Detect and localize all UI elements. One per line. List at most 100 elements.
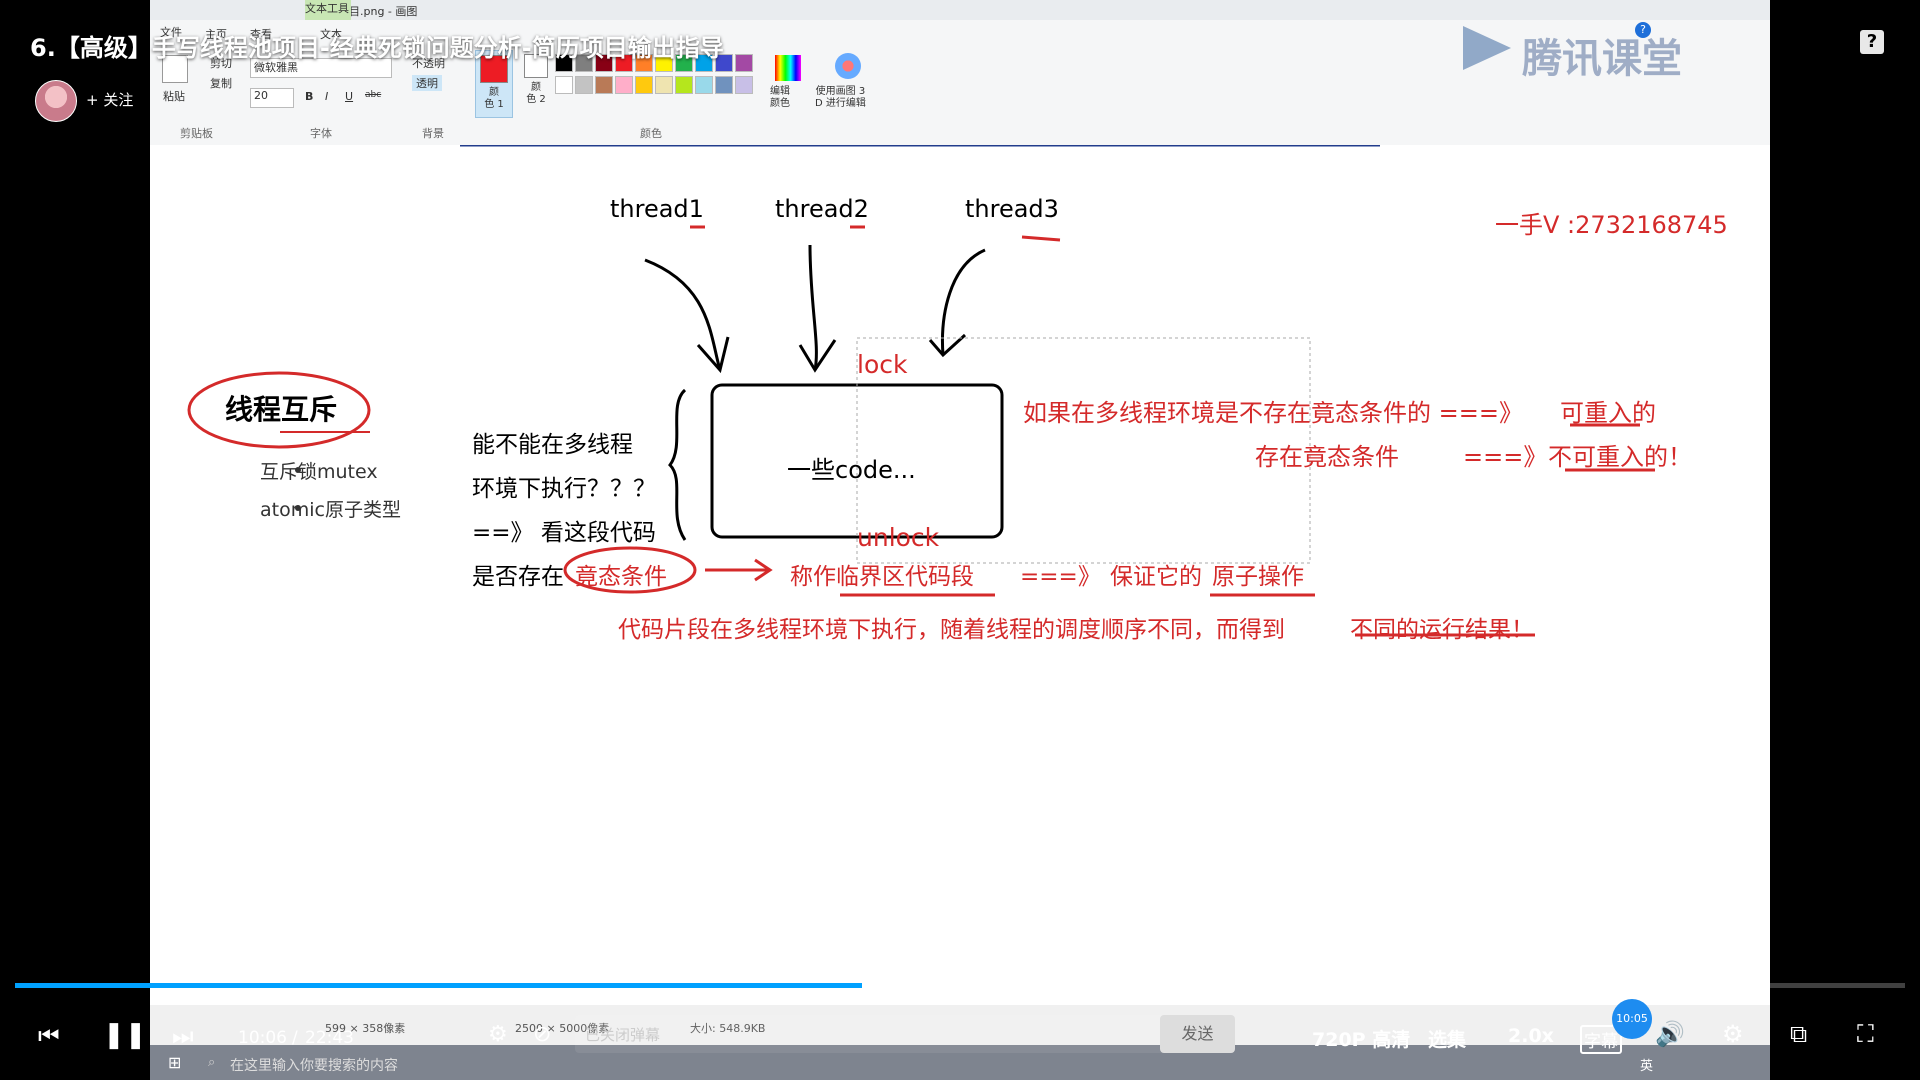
palette-swatch[interactable] (675, 76, 693, 94)
race-exists-arrow: ===》 (1463, 443, 1548, 471)
volume-icon[interactable]: 🔊 (1655, 1020, 1685, 1048)
italic-button[interactable]: I (325, 90, 329, 103)
palette-swatch[interactable] (635, 76, 653, 94)
palette-swatch[interactable] (735, 54, 753, 72)
nonreentrant-label: 不可重入的！ (1548, 443, 1692, 471)
palette-swatch[interactable] (655, 54, 673, 72)
font-name-select[interactable]: 微软雅黑 (250, 58, 392, 78)
paste-icon[interactable] (162, 55, 188, 83)
palette-swatch[interactable] (675, 54, 693, 72)
underline-button[interactable]: U (345, 90, 354, 103)
bold-button[interactable]: B (305, 90, 314, 103)
question-line-2: 环境下执行？？？ (472, 476, 656, 502)
palette-swatch[interactable] (575, 76, 593, 94)
mutex-circle (187, 371, 371, 449)
tab-file[interactable]: 文件 (160, 26, 182, 39)
palette-swatch[interactable] (615, 54, 633, 72)
paint3d-button[interactable]: 使用画图 3 D 进行编辑 (815, 86, 866, 109)
cut-button[interactable]: 剪切 (210, 57, 232, 70)
edit-colors-button[interactable]: 编辑 颜色 (770, 86, 790, 109)
opaque-option[interactable]: 不透明 (412, 57, 445, 70)
contact-note: 一手V :2732168745 (1495, 211, 1728, 239)
tab-text[interactable]: 文本 (320, 28, 342, 41)
color-palette[interactable] (555, 50, 765, 110)
status-file-size: 大小: 548.9KB (690, 1022, 766, 1035)
ribbon-help-icon[interactable]: ? (1635, 22, 1651, 38)
color2-swatch (524, 54, 548, 78)
picture-in-picture-icon[interactable]: ⧉ (1790, 1020, 1808, 1048)
taskbar-search-input[interactable]: 在这里输入你要搜索的内容 (230, 1058, 398, 1074)
thread3-arrowhead (928, 333, 967, 358)
follow-button[interactable]: + 关注 (86, 91, 134, 109)
question-line-4: 是否存在 (472, 564, 564, 590)
tab-home[interactable]: 主页 (205, 28, 227, 41)
bullet-mutex: 互斥锁mutex (260, 461, 378, 483)
race-arrow-head (754, 558, 773, 582)
windows-start-icon[interactable]: ⊞ (168, 1053, 182, 1072)
race-circle (563, 546, 697, 594)
help-icon[interactable]: ? (1860, 30, 1884, 54)
settings-icon[interactable]: ⚙ (1722, 1020, 1744, 1048)
palette-swatch[interactable] (715, 54, 733, 72)
status-dimensions: 599 × 358像素 (325, 1022, 406, 1035)
danmaku-input[interactable]: 已关闭弹幕 (575, 1015, 1235, 1053)
pause-icon[interactable]: ❚❚ (103, 1020, 147, 1050)
summary-result: 不同的运行结果！ (1350, 617, 1534, 643)
font-group-label: 字体 (310, 127, 332, 140)
paste-button[interactable]: 粘贴 (163, 90, 185, 103)
color1-swatch (480, 55, 508, 83)
colors-group-label: 颜色 (640, 127, 662, 140)
bullet-dot-2 (295, 505, 301, 511)
thread3-underline (1021, 235, 1061, 242)
tab-view[interactable]: 查看 (250, 28, 272, 41)
contextual-tab[interactable]: 文本工具 (305, 0, 351, 20)
brace (668, 388, 687, 541)
palette-swatch[interactable] (715, 76, 733, 94)
palette-swatch[interactable] (615, 76, 633, 94)
font-size-select[interactable]: 20 (250, 88, 294, 108)
video-title: 6.【高级】手写线程池项目-经典死锁问题分析-简历项目输出指导 (30, 34, 724, 62)
color2-selector[interactable]: 颜 色 2 (518, 50, 554, 116)
color1-selector[interactable]: 颜 色 1 (475, 50, 513, 118)
episodes-button[interactable]: 选集 (1428, 1029, 1467, 1051)
edit-colors-icon[interactable] (775, 55, 801, 81)
paint-statusbar: 599 × 358像素 2500 × 5000像素 大小: 548.9KB (150, 1005, 1770, 1045)
player-controls: ⏮ ❚❚ ⏭ 10:06 / 22:43 ⚙ ⊘ (0, 1000, 1920, 1080)
palette-swatch[interactable] (695, 54, 713, 72)
status-canvas-size: 2500 × 5000像素 (515, 1022, 610, 1035)
paint-canvas[interactable]: thread1 thread2 thread3 一手V :2732168745 … (150, 145, 1770, 1005)
text-selection-box[interactable] (856, 337, 1311, 564)
uploader-avatar[interactable] (35, 80, 77, 122)
time-total: 22:43 (305, 1028, 354, 1048)
transparent-option[interactable]: 透明 (412, 75, 442, 91)
palette-swatch[interactable] (655, 76, 673, 94)
fullscreen-icon[interactable]: ⛶ (1857, 1020, 1874, 1048)
copy-button[interactable]: 复制 (210, 77, 232, 90)
speed-selector[interactable]: 2.0x (1508, 1025, 1554, 1047)
progress-track[interactable] (15, 983, 1905, 988)
palette-swatch[interactable] (555, 54, 573, 72)
danmaku-settings-icon[interactable]: ⚙ (488, 1022, 508, 1047)
palette-swatch[interactable] (575, 54, 593, 72)
lock-label: lock (857, 350, 908, 379)
code-box-label: 一些code... (787, 456, 916, 484)
quality-selector[interactable]: 720P 高清 (1312, 1029, 1411, 1051)
send-button[interactable]: 发送 (1160, 1015, 1235, 1053)
strikethrough-button[interactable]: abc (365, 90, 382, 100)
palette-swatch[interactable] (555, 76, 573, 94)
time-separator: / (292, 1028, 298, 1048)
palette-swatch[interactable] (595, 54, 613, 72)
next-icon[interactable]: ⏭ (172, 1022, 194, 1050)
subtitle-button[interactable]: 字幕 (1580, 1025, 1622, 1054)
ime-indicator[interactable]: 英 (1640, 1059, 1654, 1074)
time-current: 10:06 (238, 1028, 287, 1048)
palette-swatch[interactable] (735, 76, 753, 94)
paint3d-icon[interactable] (835, 53, 861, 79)
palette-swatch[interactable] (635, 54, 653, 72)
palette-swatch[interactable] (595, 76, 613, 94)
search-icon[interactable]: ⌕ (208, 1055, 216, 1070)
previous-icon[interactable]: ⏮ (38, 1022, 60, 1050)
danmaku-toggle-icon[interactable]: ⊘ (533, 1022, 552, 1047)
palette-swatch[interactable] (695, 76, 713, 94)
atomic-op-label: 原子操作 (1212, 564, 1304, 590)
